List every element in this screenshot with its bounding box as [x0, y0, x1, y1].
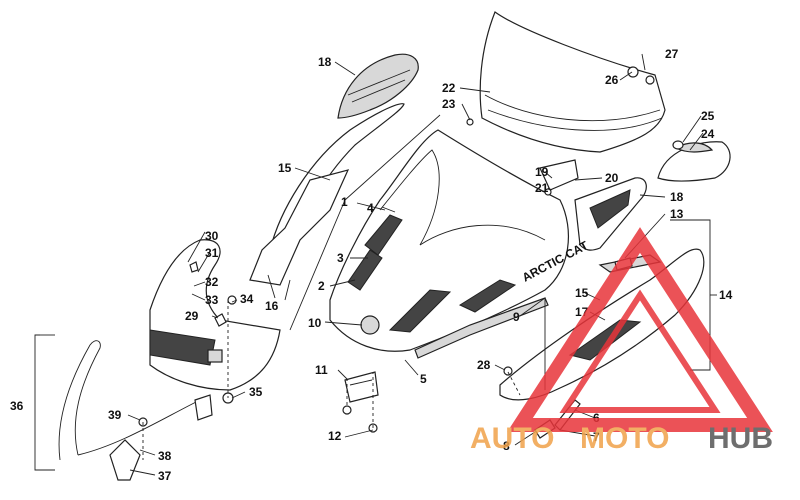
callout-4: 4 [367, 201, 374, 215]
callout-36: 36 [10, 399, 24, 413]
callout-31: 31 [205, 246, 219, 260]
callout-34: 34 [240, 292, 254, 306]
callout-14: 14 [719, 288, 733, 302]
callout-11: 11 [315, 363, 328, 377]
callout-25: 25 [701, 109, 715, 123]
callout-20: 20 [605, 171, 619, 185]
callout-19: 19 [535, 165, 549, 179]
callout-8: 8 [503, 439, 510, 453]
callout-18-top: 18 [318, 55, 332, 69]
vent-right [574, 177, 647, 251]
vent-top [337, 53, 419, 119]
callout-9: 9 [513, 310, 520, 324]
mirror [657, 140, 731, 182]
callout-28: 28 [477, 358, 491, 372]
callout-26: 26 [605, 73, 619, 87]
callout-30: 30 [205, 229, 219, 243]
callout-22: 22 [442, 81, 456, 95]
callout-labels: 1 2 3 4 5 6 7 8 9 10 11 12 13 14 15 15 1… [10, 47, 733, 483]
callout-15-right: 15 [575, 286, 589, 300]
callout-27: 27 [665, 47, 679, 61]
callout-5: 5 [420, 372, 427, 386]
watermark-hub: HUB [708, 422, 773, 455]
callout-18-right: 18 [670, 190, 684, 204]
callout-37: 37 [158, 469, 172, 483]
bracket-19-21 [539, 159, 579, 196]
callout-39: 39 [108, 408, 122, 422]
hood [329, 129, 570, 359]
watermark-auto: AUTO [470, 422, 554, 455]
leader-lines [34, 53, 717, 476]
callout-16: 16 [265, 299, 279, 313]
callout-3: 3 [337, 251, 344, 265]
bracket-11 [342, 371, 379, 433]
callout-2: 2 [318, 279, 325, 293]
bumper-bar [58, 340, 213, 481]
callout-35: 35 [249, 385, 263, 399]
callout-33: 33 [205, 293, 219, 307]
callout-1: 1 [341, 195, 348, 209]
callout-21: 21 [535, 181, 549, 195]
watermark: AUTO MOTO HUB [470, 227, 773, 455]
callout-32: 32 [205, 275, 219, 289]
callout-23: 23 [442, 97, 456, 111]
nose-cone [149, 239, 281, 391]
watermark-moto: MOTO [580, 422, 669, 455]
callout-15-left: 15 [278, 161, 292, 175]
callout-10: 10 [308, 316, 322, 330]
callout-38: 38 [158, 449, 172, 463]
callout-24: 24 [701, 127, 715, 141]
callout-13: 13 [670, 207, 684, 221]
callout-12: 12 [328, 429, 342, 443]
side-trim-left [249, 103, 405, 286]
callout-7: 7 [593, 430, 600, 444]
watermark-triangle [507, 227, 773, 432]
windshield [479, 11, 666, 153]
callout-29: 29 [185, 309, 199, 323]
